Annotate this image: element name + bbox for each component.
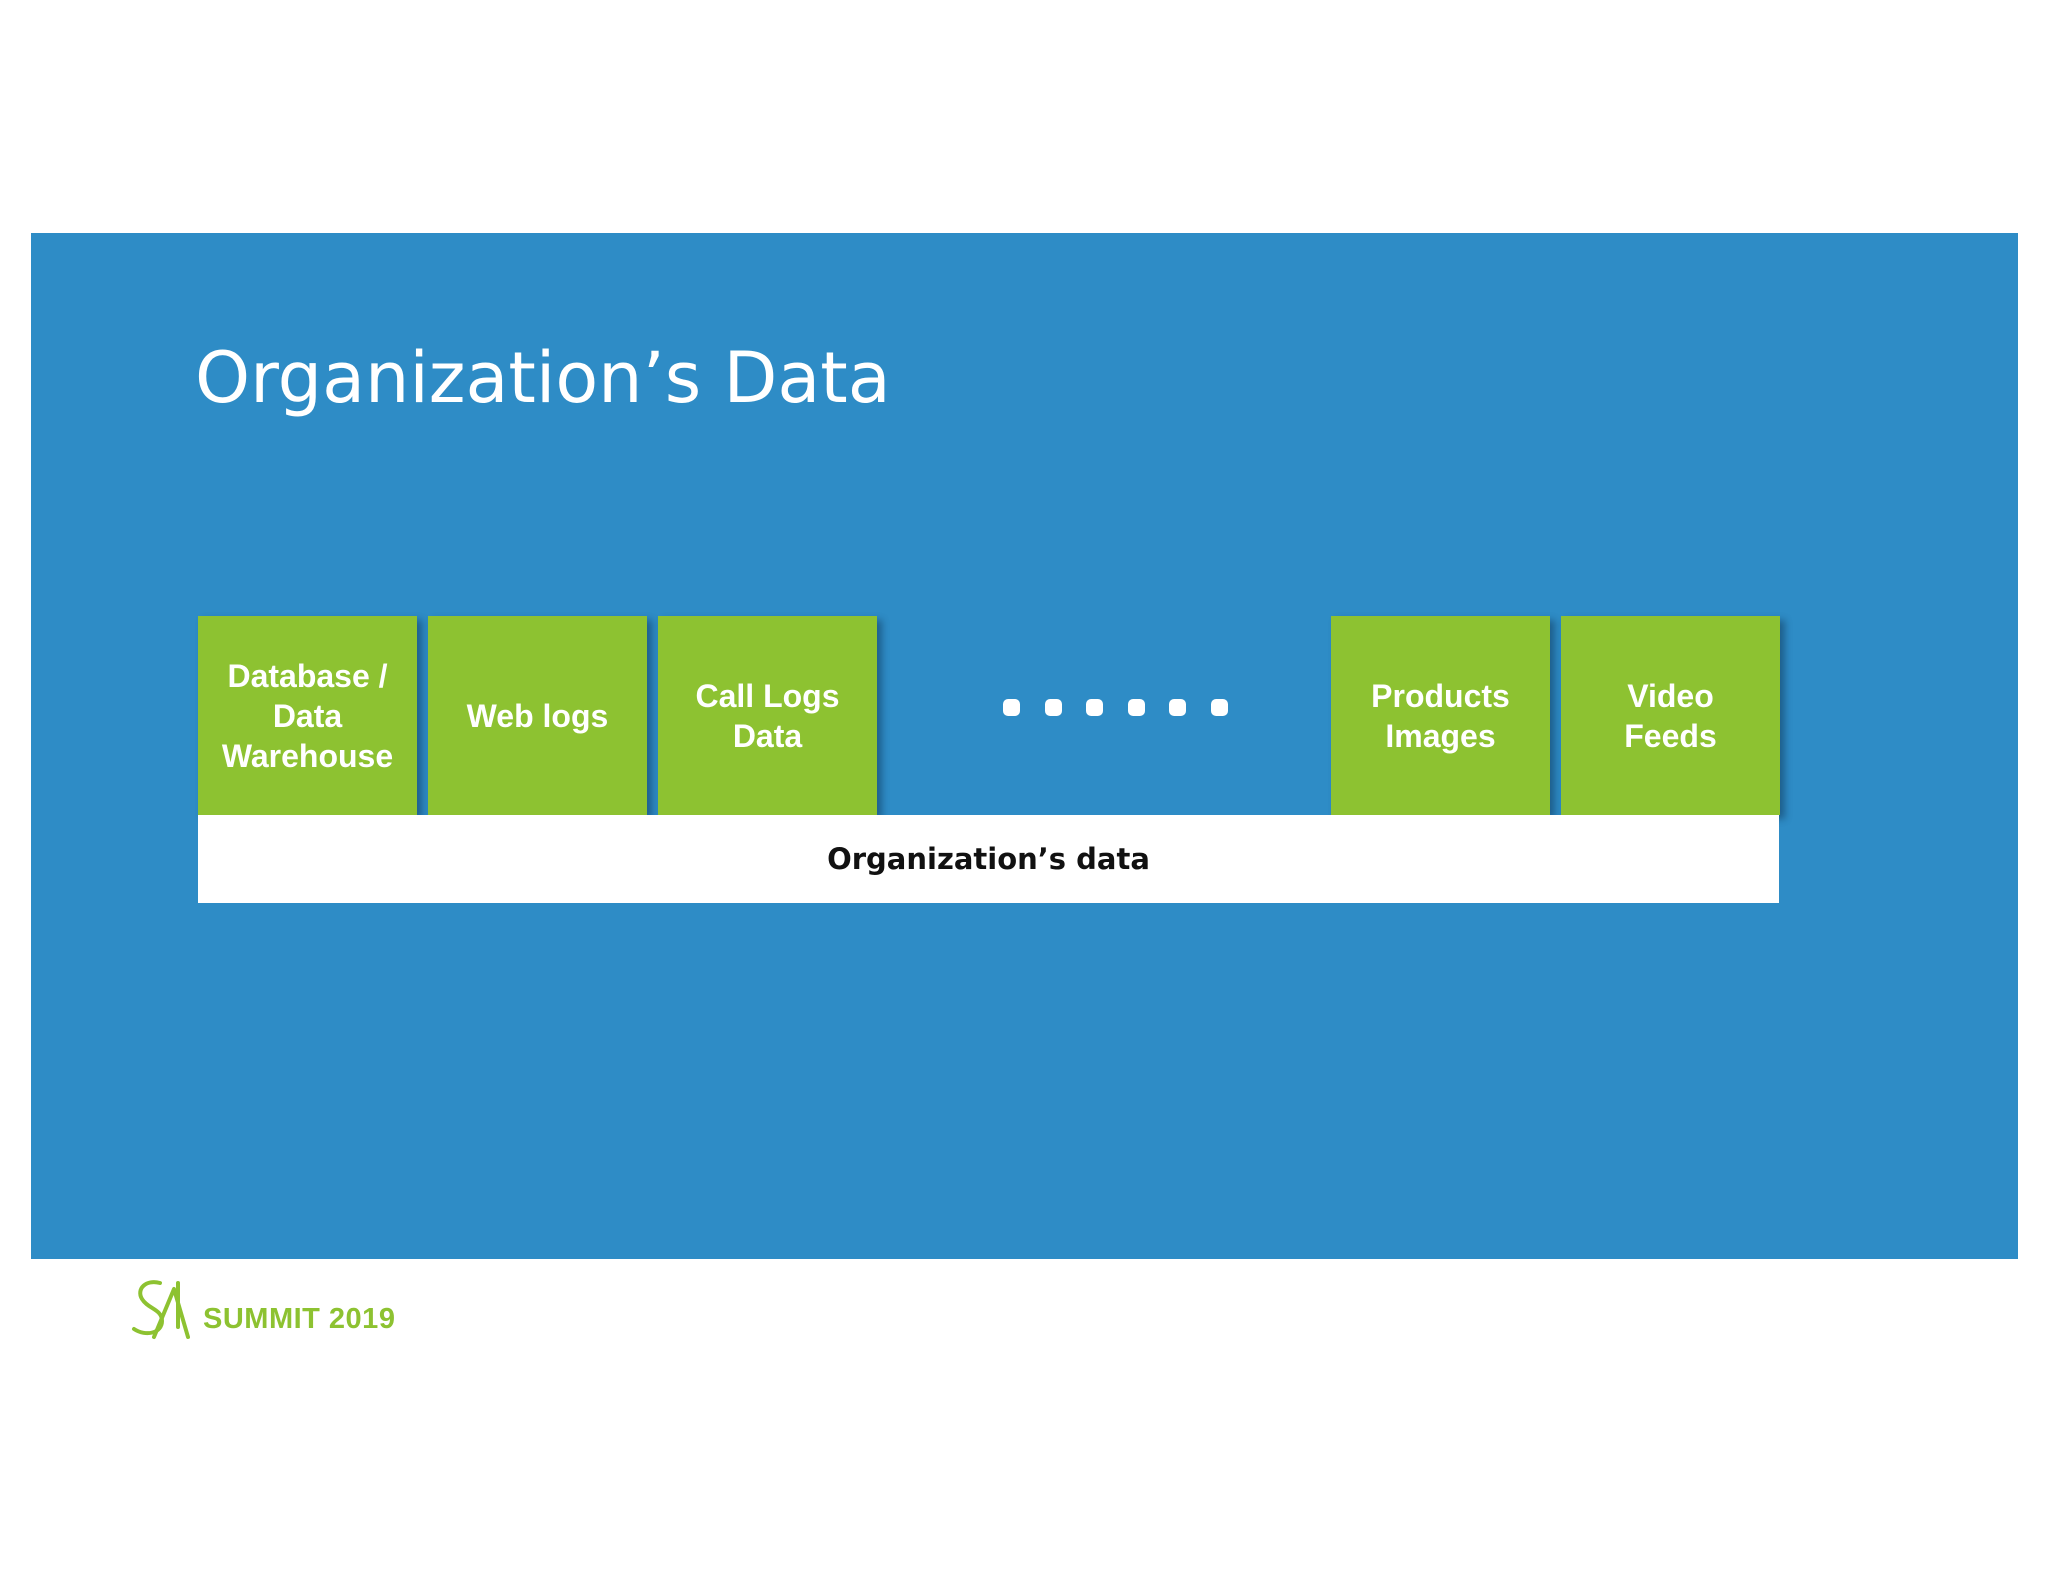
summit-logo-text: SUMMIT 2019 bbox=[203, 1303, 396, 1335]
source-box-call-logs: Call Logs Data bbox=[658, 616, 877, 815]
organization-data-bar: Organization’s data bbox=[198, 815, 1779, 903]
source-box-video-feeds: Video Feeds bbox=[1561, 616, 1780, 815]
slide-title: Organization’s Data bbox=[195, 337, 891, 419]
ellipsis-dot bbox=[1003, 698, 1020, 716]
source-box-products-images: Products Images bbox=[1331, 616, 1550, 815]
ellipsis-dot bbox=[1210, 698, 1228, 716]
ellipsis-dot bbox=[1086, 698, 1104, 716]
source-box-web-logs: Web logs bbox=[428, 616, 647, 815]
source-box-database: Database / Data Warehouse bbox=[198, 616, 417, 815]
summit-logo-mark bbox=[132, 1280, 190, 1339]
ellipsis-dot bbox=[1044, 698, 1062, 716]
ellipsis-dot bbox=[1127, 698, 1145, 716]
ellipsis-dot bbox=[1169, 698, 1187, 716]
ellipsis-dots bbox=[1003, 695, 1228, 719]
